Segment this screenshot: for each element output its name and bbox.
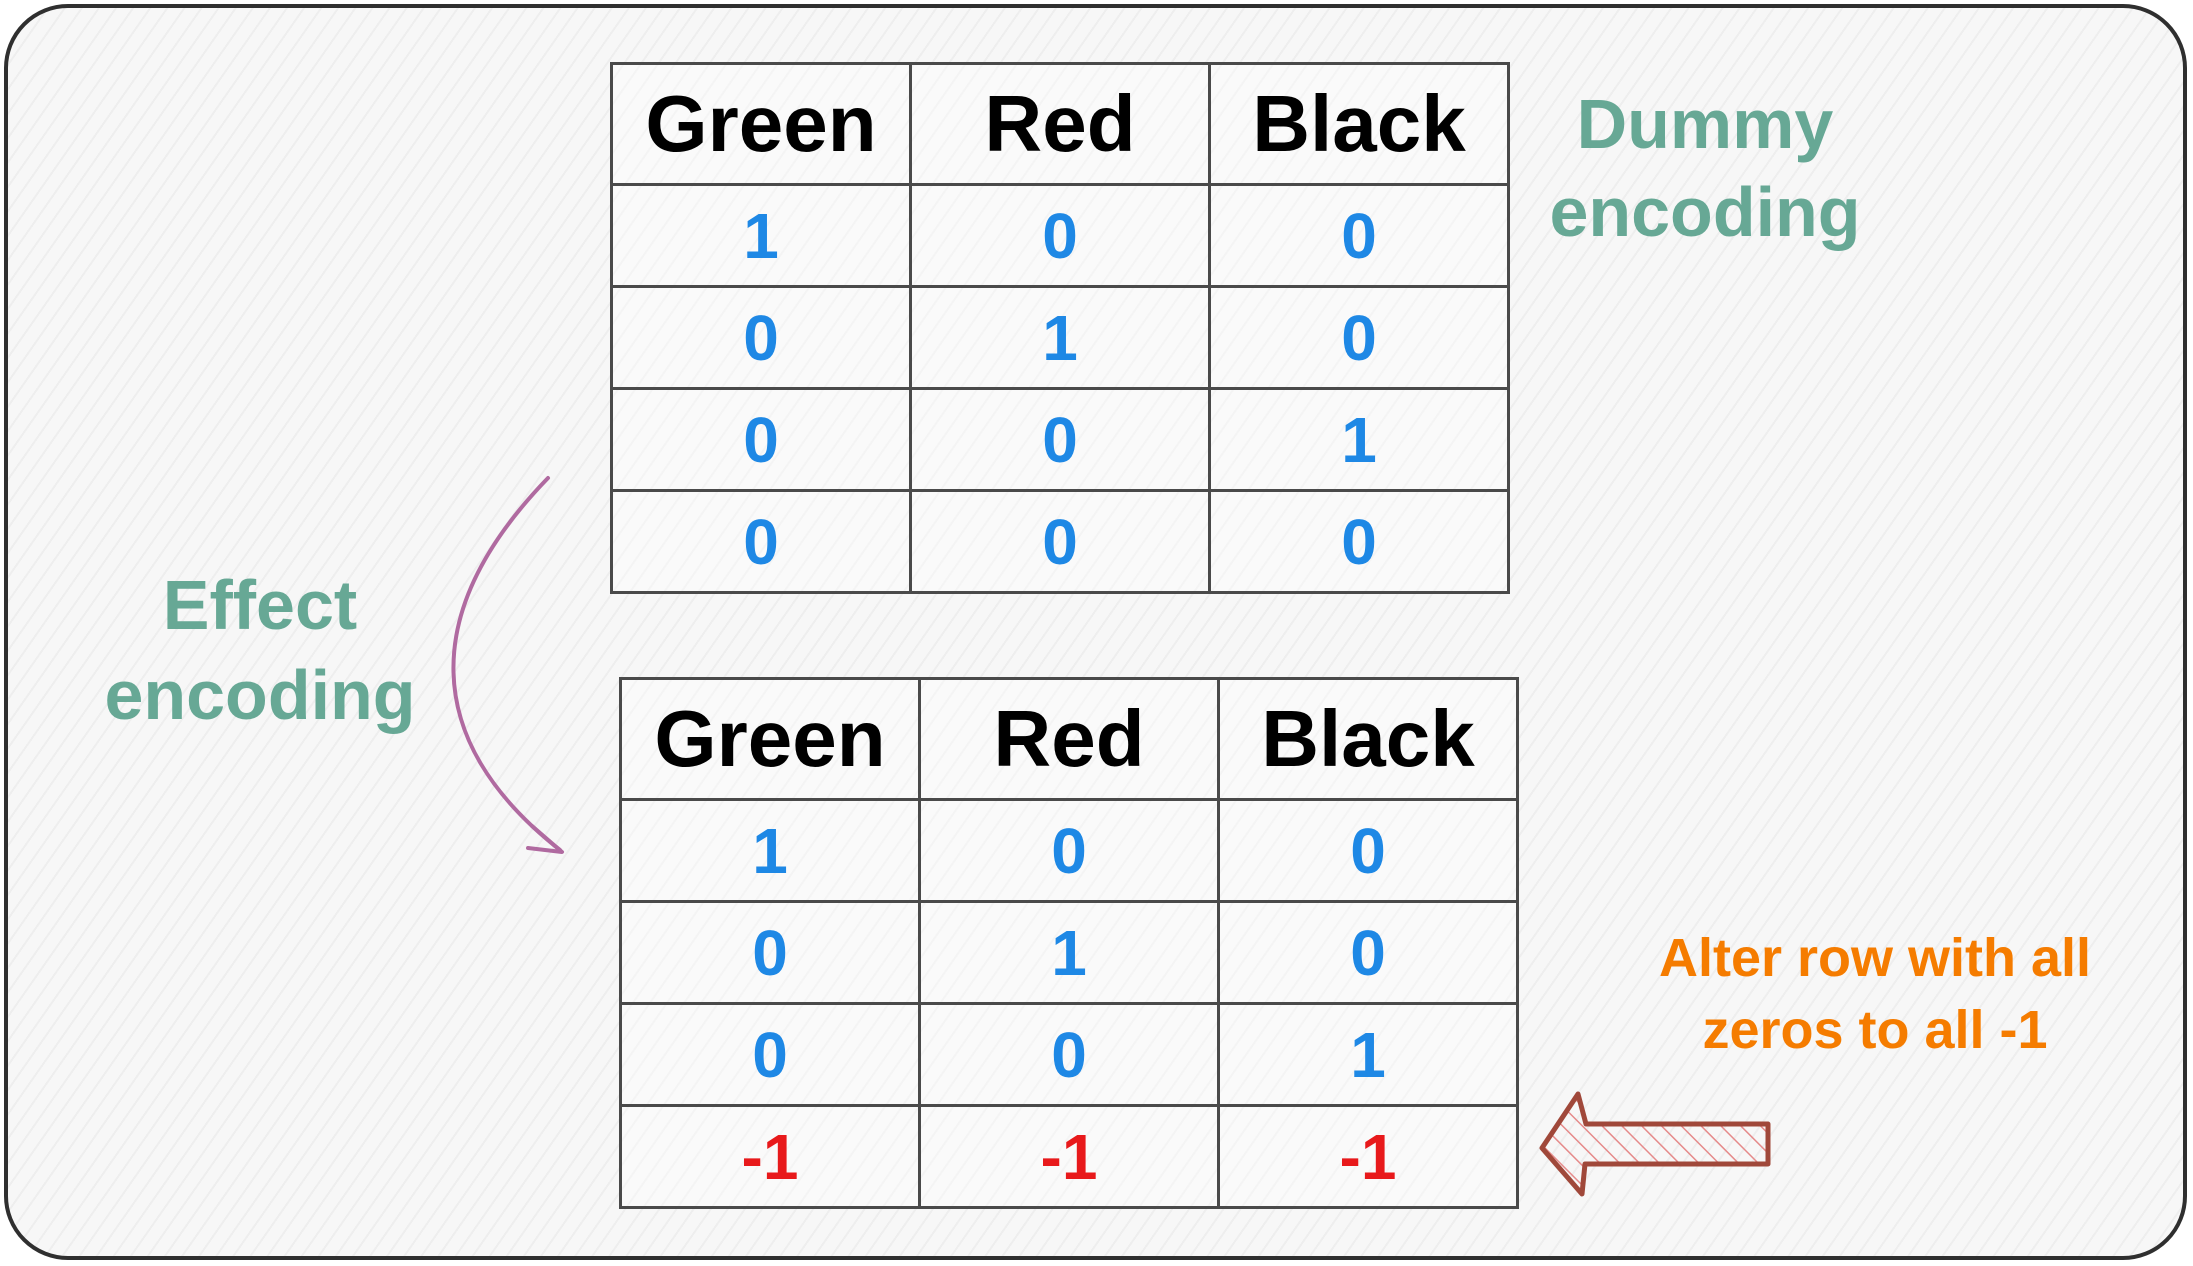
dummy-encoding-label: Dummy encoding <box>1520 80 1890 256</box>
cell-value: 0 <box>1208 183 1510 288</box>
alter-row-note: Alter row with all zeros to all -1 <box>1605 922 2145 1066</box>
cell-value: 1 <box>610 183 912 288</box>
header-green: Green <box>619 677 921 801</box>
header-green: Green <box>610 62 912 186</box>
header-black: Black <box>1208 62 1510 186</box>
effect-label-line-1: Effect <box>162 566 358 644</box>
cell-value: 0 <box>610 387 912 492</box>
cell-value: 0 <box>918 798 1220 903</box>
table-row: 0 0 1 <box>619 1002 1519 1107</box>
cell-value: 1 <box>1208 387 1510 492</box>
table-row: 1 0 0 <box>619 798 1519 903</box>
note-line-2: zeros to all -1 <box>1702 1000 2048 1060</box>
cell-value: 0 <box>1217 900 1519 1005</box>
effect-label-line-2: encoding <box>104 656 416 734</box>
dummy-encoding-table: Green Red Black 1 0 0 0 1 0 0 0 1 0 0 0 <box>610 62 1510 594</box>
cell-value: 0 <box>909 489 1211 594</box>
cell-value: 1 <box>918 900 1220 1005</box>
effect-encoding-label: Effect encoding <box>80 560 440 740</box>
cell-value: 0 <box>619 1002 921 1107</box>
cell-value: 0 <box>1208 285 1510 390</box>
cell-value: 0 <box>1208 489 1510 594</box>
header-black: Black <box>1217 677 1519 801</box>
cell-value-negative: -1 <box>619 1104 921 1209</box>
cell-value: 0 <box>909 183 1211 288</box>
effect-encoding-table: Green Red Black 1 0 0 0 1 0 0 0 1 -1 -1 … <box>619 677 1519 1209</box>
table-row: 1 0 0 <box>610 183 1510 288</box>
table-header-row: Green Red Black <box>610 62 1510 186</box>
cell-value: 0 <box>610 489 912 594</box>
table-row: 0 0 1 <box>610 387 1510 492</box>
cell-value: 0 <box>918 1002 1220 1107</box>
dummy-label-line-1: Dummy <box>1576 85 1834 163</box>
header-red: Red <box>918 677 1220 801</box>
header-red: Red <box>909 62 1211 186</box>
table-row: 0 1 0 <box>619 900 1519 1005</box>
cell-value: 0 <box>1217 798 1519 903</box>
table-row: 0 1 0 <box>610 285 1510 390</box>
cell-value: 0 <box>619 900 921 1005</box>
table-row: 0 0 0 <box>610 489 1510 594</box>
cell-value-negative: -1 <box>1217 1104 1519 1209</box>
cell-value: 1 <box>1217 1002 1519 1107</box>
note-line-1: Alter row with all <box>1658 928 2092 988</box>
cell-value: 1 <box>619 798 921 903</box>
table-header-row: Green Red Black <box>619 677 1519 801</box>
cell-value: 0 <box>610 285 912 390</box>
cell-value-negative: -1 <box>918 1104 1220 1209</box>
cell-value: 0 <box>909 387 1211 492</box>
table-row-altered: -1 -1 -1 <box>619 1104 1519 1209</box>
cell-value: 1 <box>909 285 1211 390</box>
dummy-label-line-2: encoding <box>1549 173 1861 251</box>
